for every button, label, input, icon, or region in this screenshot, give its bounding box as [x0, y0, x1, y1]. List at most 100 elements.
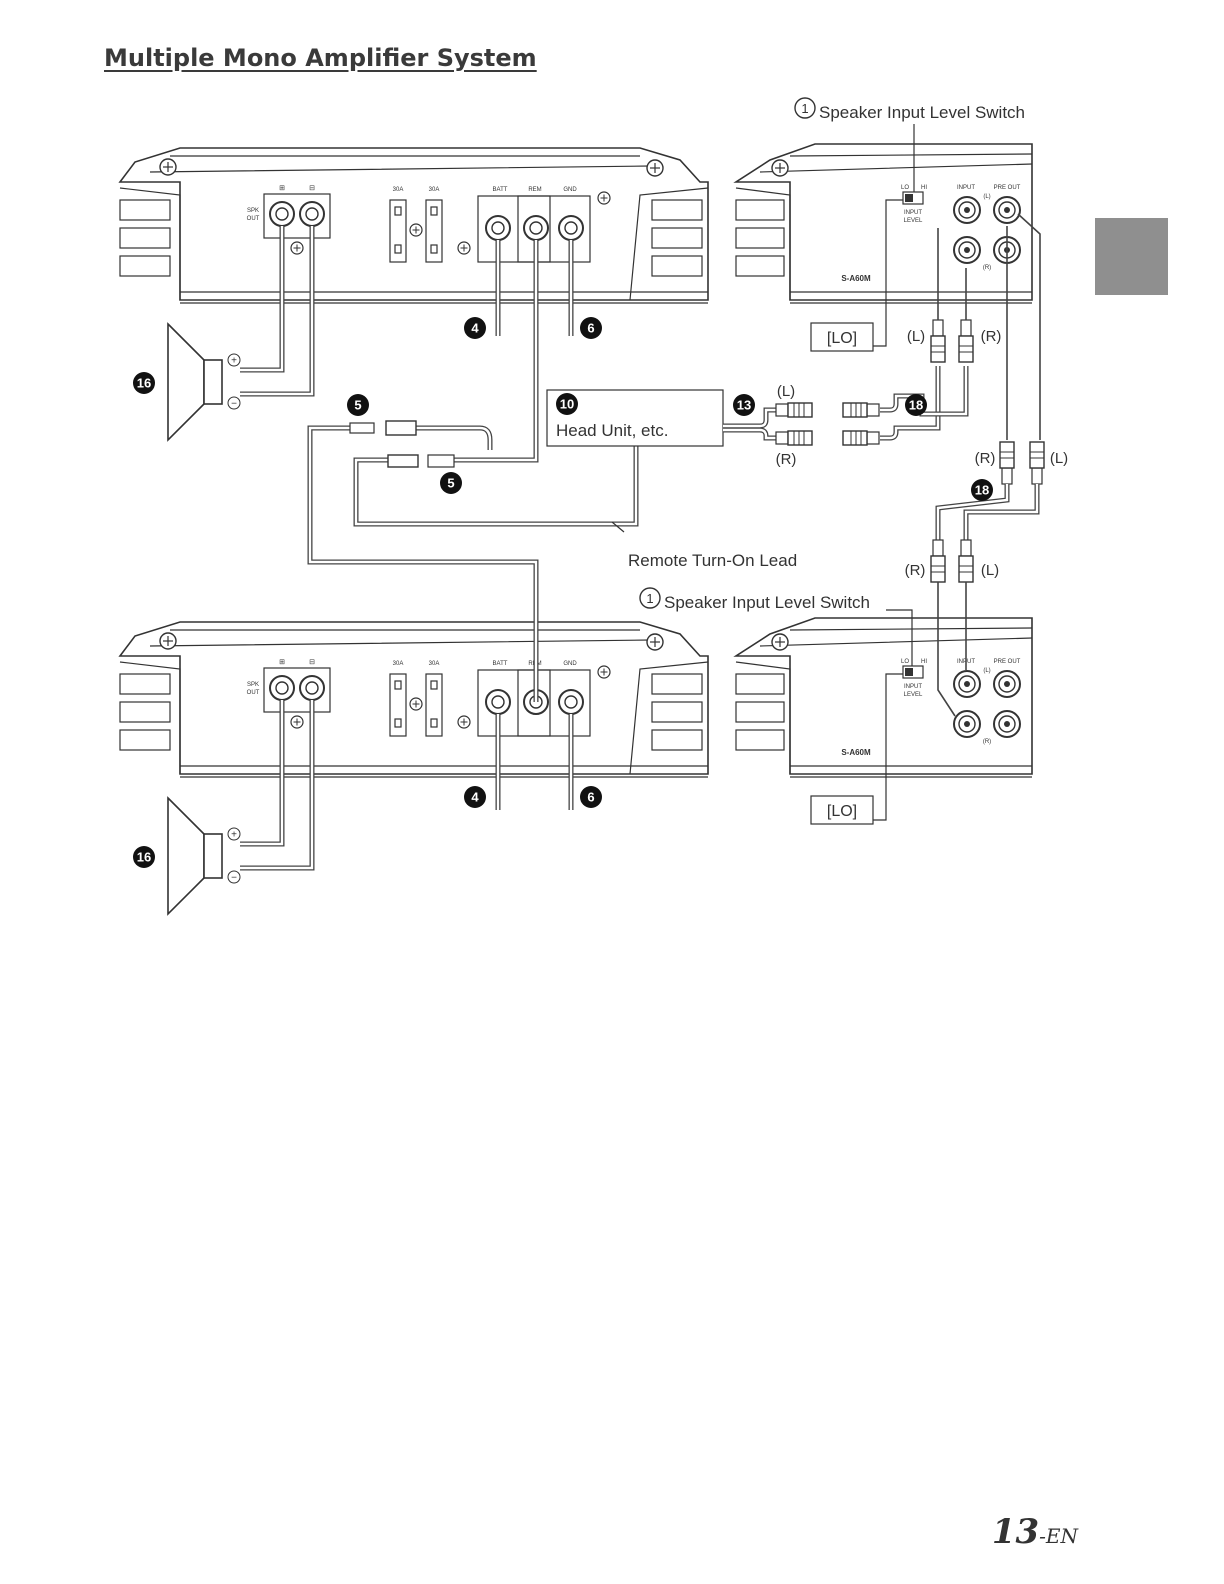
svg-text:+: + — [231, 356, 237, 367]
svg-text:[LO]: [LO] — [827, 330, 857, 347]
svg-text:(L): (L) — [983, 668, 990, 674]
sub-amplifier-top: LO HI INPUT LEVEL INPUT PRE OUT (L) (R) … — [733, 143, 1033, 304]
svg-text:+: + — [231, 830, 237, 841]
callout-badge-13: 13 — [733, 394, 755, 416]
page-number-suffix: -EN — [1039, 1524, 1078, 1548]
callout-badge-4-bottom: 4 — [464, 786, 486, 808]
lo-leader-bottom — [873, 673, 903, 821]
svg-text:18: 18 — [975, 483, 989, 498]
sub-amplifier-bottom: LO HI INPUT LEVEL INPUT PRE OUT (L) (R) … — [733, 617, 1033, 778]
svg-text:[LO]: [LO] — [827, 803, 857, 820]
callout-badge-6-bottom: 6 — [580, 786, 602, 808]
svg-text:OUT: OUT — [247, 216, 260, 222]
svg-text:1: 1 — [646, 591, 653, 606]
callout-speaker-input-level-switch-top: 1 Speaker Input Level Switch — [794, 97, 1025, 122]
rca-cables-pre-out — [930, 213, 1045, 717]
svg-text:6: 6 — [587, 321, 594, 336]
svg-text:(L): (L) — [777, 383, 795, 400]
svg-text:(L): (L) — [1050, 450, 1068, 467]
svg-text:30A: 30A — [429, 187, 440, 193]
callout-badge-10: 10 — [556, 393, 578, 415]
speaker-top: + − — [167, 322, 241, 442]
svg-text:Speaker Input Level Switch: Speaker Input Level Switch — [819, 103, 1025, 122]
svg-text:GND: GND — [563, 661, 577, 667]
lo-box-bottom — [810, 795, 874, 825]
svg-text:(R): (R) — [975, 450, 996, 467]
svg-text:4: 4 — [471, 321, 479, 336]
svg-text:Speaker Input Level Switch: Speaker Input Level Switch — [664, 593, 870, 612]
svg-text:SPK: SPK — [247, 208, 259, 214]
svg-text:(R): (R) — [981, 328, 1002, 345]
svg-text:5: 5 — [447, 476, 454, 491]
svg-text:16: 16 — [137, 376, 151, 391]
svg-text:S-A60M: S-A60M — [841, 748, 871, 757]
svg-text:⊞: ⊞ — [279, 659, 285, 666]
svg-text:−: − — [231, 399, 237, 410]
amplifier-top: ⊞ ⊟ SPK OUT 30A 30A BATT REM GND — [118, 147, 709, 304]
svg-text:(L): (L) — [907, 328, 925, 345]
callout-badge-5-upper: 5 — [347, 394, 369, 416]
svg-text:30A: 30A — [429, 661, 440, 667]
svg-text:SPK: SPK — [247, 682, 259, 688]
svg-text:PRE OUT: PRE OUT — [994, 185, 1021, 191]
svg-text:⊟: ⊟ — [309, 185, 315, 192]
svg-text:INPUT: INPUT — [957, 185, 975, 191]
callout-badge-18-lower: 18 — [971, 479, 993, 501]
svg-text:13: 13 — [737, 398, 751, 413]
svg-text:⊟: ⊟ — [309, 659, 315, 666]
speaker-wires — [240, 226, 315, 871]
remote-wires — [307, 240, 639, 702]
svg-text:LEVEL: LEVEL — [904, 218, 923, 224]
svg-text:16: 16 — [137, 850, 151, 865]
svg-text:30A: 30A — [393, 187, 404, 193]
svg-text:(R): (R) — [983, 265, 991, 271]
head-unit-label: Head Unit, etc. — [556, 421, 668, 440]
lo-leader-top — [873, 199, 903, 347]
svg-text:PRE OUT: PRE OUT — [994, 659, 1021, 665]
svg-text:⊞: ⊞ — [279, 185, 285, 192]
svg-text:18: 18 — [909, 398, 923, 413]
callout-badge-4-top: 4 — [464, 317, 486, 339]
svg-text:5: 5 — [354, 398, 361, 413]
svg-text:LEVEL: LEVEL — [904, 692, 923, 698]
page-number: 13-EN — [992, 1512, 1078, 1552]
amplifier-bottom: ⊞ ⊟ SPK OUT 30A 30A BATT REM GND — [118, 621, 709, 778]
svg-text:REM: REM — [528, 187, 541, 193]
svg-text:OUT: OUT — [247, 690, 260, 696]
svg-text:4: 4 — [471, 790, 479, 805]
svg-text:INPUT: INPUT — [904, 684, 922, 690]
svg-text:GND: GND — [563, 187, 577, 193]
callout-badge-18-upper: 18 — [905, 394, 927, 416]
lo-box-top — [810, 322, 874, 352]
callout-badge-16-bottom: 16 — [133, 846, 155, 868]
section-thumb-tab — [1095, 218, 1168, 295]
callout-badge-6-top: 6 — [580, 317, 602, 339]
svg-text:(R): (R) — [983, 739, 991, 745]
svg-text:HI: HI — [921, 659, 927, 665]
svg-text:S-A60M: S-A60M — [841, 274, 871, 283]
svg-text:(R): (R) — [776, 451, 797, 468]
svg-text:BATT: BATT — [493, 661, 508, 667]
svg-text:(L): (L) — [983, 194, 990, 200]
svg-text:INPUT: INPUT — [904, 210, 922, 216]
page-title: Multiple Mono Amplifier System — [104, 44, 537, 72]
callout-badge-16-top: 16 — [133, 372, 155, 394]
page-number-value: 13 — [991, 1512, 1040, 1552]
svg-text:LO: LO — [901, 185, 909, 191]
svg-text:6: 6 — [587, 790, 594, 805]
svg-text:(L): (L) — [981, 562, 999, 579]
callout-badge-5-lower: 5 — [440, 472, 462, 494]
remote-turn-on-lead-label: Remote Turn-On Lead — [628, 551, 797, 570]
svg-text:−: − — [231, 873, 237, 884]
callout-speaker-input-level-switch-bottom: 1 Speaker Input Level Switch — [639, 587, 870, 612]
speaker-bottom: + − — [167, 796, 241, 916]
svg-text:BATT: BATT — [493, 187, 508, 193]
svg-text:HI: HI — [921, 185, 927, 191]
svg-text:1: 1 — [801, 101, 808, 116]
svg-text:LO: LO — [901, 659, 909, 665]
svg-text:(R): (R) — [905, 562, 926, 579]
power-wires — [495, 240, 574, 810]
svg-text:30A: 30A — [393, 661, 404, 667]
svg-text:10: 10 — [560, 397, 574, 412]
